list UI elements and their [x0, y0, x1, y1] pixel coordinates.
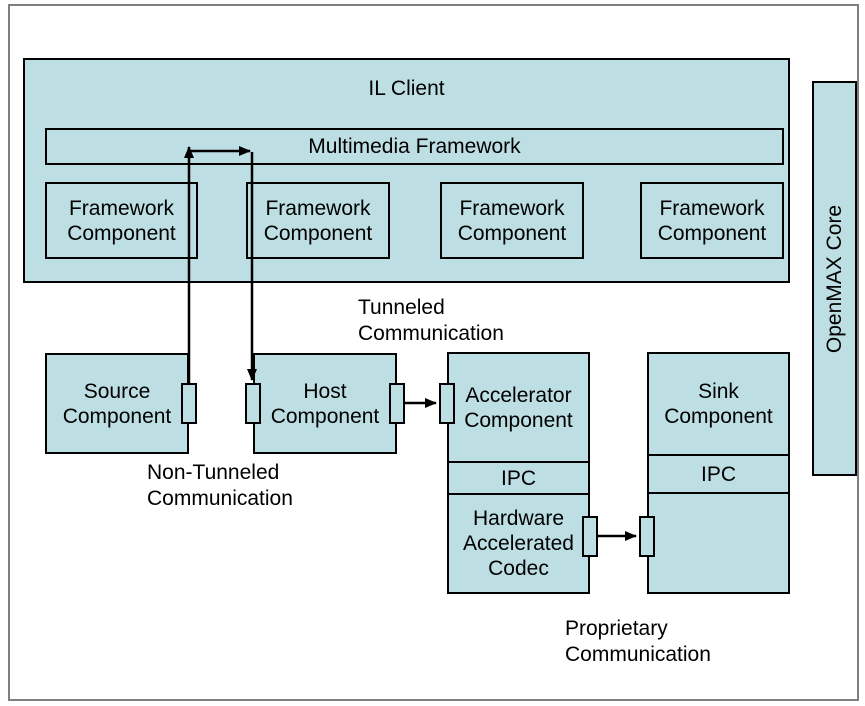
openmax-core-box: OpenMAX Core: [812, 81, 857, 476]
framework-component-box-1: Framework Component: [45, 182, 198, 259]
sink-ipc-section: IPC: [649, 454, 788, 492]
source-output-port: [181, 383, 197, 424]
non-tunneled-communication-label: Non-Tunneled Communication: [147, 461, 293, 510]
source-component-box: Source Component: [45, 353, 189, 454]
framework-component-box-3: Framework Component: [440, 182, 584, 259]
multimedia-framework-label: Multimedia Framework: [308, 135, 521, 158]
sink-section: Sink Component: [649, 354, 788, 454]
framework-component-box-4: Framework Component: [640, 182, 784, 259]
accelerator-ipc-label: IPC: [500, 466, 536, 490]
accelerator-component-label: Accelerator Component: [464, 383, 573, 432]
sink-empty-section: [649, 492, 788, 592]
accelerator-section: Accelerator Component: [449, 354, 588, 461]
accelerator-ipc-section: IPC: [449, 461, 588, 493]
sink-component-box: Sink Component IPC: [647, 352, 790, 594]
hardware-accelerated-codec-label: Hardware Accelerated Codec: [463, 507, 574, 580]
framework-component-label-3: Framework Component: [457, 196, 567, 245]
host-component-box: Host Component: [253, 353, 397, 454]
framework-component-box-2: Framework Component: [246, 182, 390, 259]
codec-output-port: [582, 516, 598, 557]
host-input-port: [245, 383, 261, 424]
il-client-label: IL Client: [368, 77, 445, 100]
framework-component-label-2: Framework Component: [263, 196, 373, 245]
accelerator-component-box: Accelerator Component IPC Hardware Accel…: [447, 352, 590, 594]
sink-input-port: [639, 516, 655, 557]
host-component-label: Host Component: [270, 379, 380, 428]
proprietary-communication-label: Proprietary Communication: [565, 617, 711, 666]
source-component-label: Source Component: [62, 379, 172, 428]
host-output-port: [389, 383, 405, 424]
page-border: [8, 4, 859, 701]
framework-component-label-1: Framework Component: [67, 196, 176, 245]
tunneled-communication-label: Tunneled Communication: [358, 296, 504, 345]
multimedia-framework-bar: Multimedia Framework: [45, 128, 784, 165]
hardware-accelerated-codec-section: Hardware Accelerated Codec: [449, 493, 588, 592]
openmax-core-label: OpenMAX Core: [822, 204, 846, 353]
framework-component-label-4: Framework Component: [657, 196, 767, 245]
sink-component-label: Sink Component: [664, 380, 773, 428]
accelerator-input-port: [439, 383, 455, 424]
sink-ipc-label: IPC: [700, 462, 736, 486]
